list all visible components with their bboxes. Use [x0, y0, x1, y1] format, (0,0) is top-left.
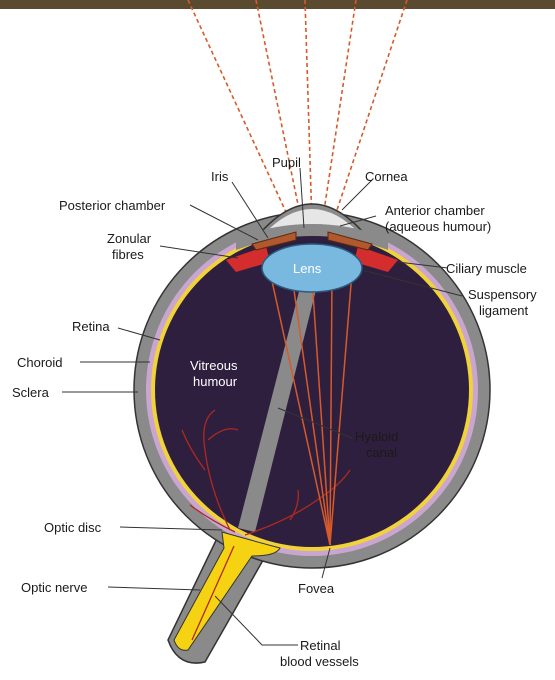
incoming-ray-3 [305, 0, 312, 224]
label-sclera: Sclera [12, 385, 50, 400]
label-optic-nerve: Optic nerve [21, 580, 87, 595]
label-iris: Iris [211, 169, 229, 184]
photo-strip [0, 0, 555, 9]
label-suspensory-ligament-2: ligament [479, 303, 529, 318]
label-lens: Lens [293, 261, 322, 276]
label-cornea: Cornea [365, 169, 408, 184]
label-hyaloid-canal-1: Hyaloid [355, 429, 398, 444]
label-anterior-chamber-1: Anterior chamber [385, 203, 485, 218]
label-optic-disc: Optic disc [44, 520, 102, 535]
optic-nerve-core [174, 532, 280, 650]
label-choroid: Choroid [17, 355, 63, 370]
label-zonular-fibres-2: fibres [112, 247, 144, 262]
incoming-ray-1 [188, 0, 292, 225]
label-posterior-chamber: Posterior chamber [59, 198, 166, 213]
label-hyaloid-canal-2: canal [366, 445, 397, 460]
label-retinal-vessels-1: Retinal [300, 638, 341, 653]
label-vitreous-humour-1: Vitreous [190, 358, 238, 373]
incoming-ray-4 [322, 0, 356, 224]
label-retinal-vessels-2: blood vessels [280, 654, 359, 669]
leader-optic-nerve [108, 587, 200, 590]
label-anterior-chamber-2: (aqueous humour) [385, 219, 491, 234]
label-suspensory-ligament-1: Suspensory [468, 287, 537, 302]
leader-cornea [342, 180, 372, 210]
label-vitreous-humour-2: humour [193, 374, 238, 389]
incoming-ray-2 [256, 0, 302, 224]
label-fovea: Fovea [298, 581, 335, 596]
label-pupil: Pupil [272, 155, 301, 170]
incoming-light-rays [188, 0, 407, 225]
label-ciliary-muscle: Ciliary muscle [446, 261, 527, 276]
label-retina: Retina [72, 319, 110, 334]
label-zonular-fibres-1: Zonular [107, 231, 152, 246]
incoming-ray-5 [332, 0, 407, 225]
